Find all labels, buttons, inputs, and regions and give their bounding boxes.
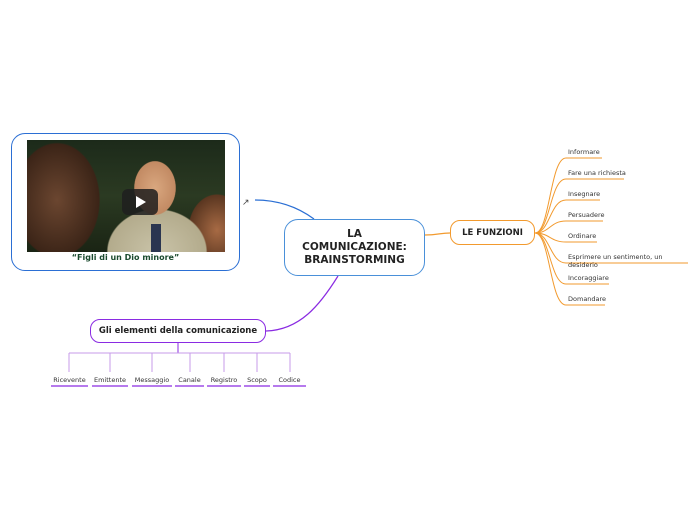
function-item-fare-una-richiesta[interactable]: Fare una richiesta xyxy=(568,169,626,177)
element-item-registro[interactable]: Registro xyxy=(210,376,238,384)
function-item-insegnare[interactable]: Insegnare xyxy=(568,190,601,198)
video-card: “Figli di un Dio minore” xyxy=(11,133,240,271)
video-caption: “Figli di un Dio minore” xyxy=(71,253,180,262)
video-figure xyxy=(151,224,161,252)
central-topic-line2: COMUNICAZIONE: xyxy=(302,241,407,253)
elements-topic[interactable]: Gli elementi della comunicazione xyxy=(90,319,266,343)
central-topic-line3: BRAINSTORMING xyxy=(304,254,405,266)
functions-title: LE FUNZIONI xyxy=(462,227,523,238)
function-item-esprimere[interactable]: Esprimere un sentimento, un desiderio xyxy=(568,253,663,269)
function-item-domandare[interactable]: Domandare xyxy=(568,295,607,303)
function-item-ordinare[interactable]: Ordinare xyxy=(568,232,597,240)
function-item-persuadere[interactable]: Persuadere xyxy=(568,211,605,219)
element-item-emittente[interactable]: Emittente xyxy=(93,376,126,384)
function-item-incoraggiare[interactable]: Incoraggiare xyxy=(568,274,609,282)
central-topic-line1: LA xyxy=(347,228,362,240)
play-icon[interactable] xyxy=(122,189,158,215)
element-item-codice[interactable]: Codice xyxy=(278,376,301,384)
element-item-scopo[interactable]: Scopo xyxy=(247,376,267,384)
video-thumbnail[interactable] xyxy=(27,140,225,252)
element-item-ricevente[interactable]: Ricevente xyxy=(53,376,86,384)
external-link-icon[interactable]: ↗ xyxy=(242,198,250,208)
central-topic[interactable]: LA COMUNICAZIONE: BRAINSTORMING xyxy=(284,219,425,276)
elements-title: Gli elementi della comunicazione xyxy=(98,326,258,336)
function-item-informare[interactable]: Informare xyxy=(568,148,600,156)
element-item-messaggio[interactable]: Messaggio xyxy=(134,376,170,384)
element-item-canale[interactable]: Canale xyxy=(178,376,201,384)
functions-topic[interactable]: LE FUNZIONI xyxy=(450,220,535,245)
